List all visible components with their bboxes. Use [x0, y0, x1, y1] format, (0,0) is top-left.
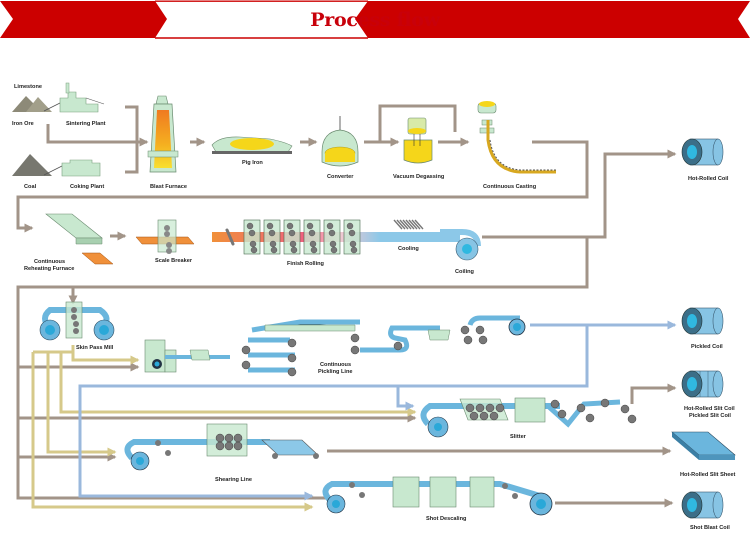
continuous-casting-icon	[477, 101, 556, 174]
title-banner	[0, 0, 750, 39]
flow-line-coiling-down	[16, 237, 589, 500]
process-flow-diagram	[12, 82, 736, 519]
cooling-spray	[393, 219, 403, 230]
label-skin-pass-mill: Skin Pass Mill	[76, 345, 114, 351]
label-vacuum-degassing: Vacuum Degassing	[393, 174, 445, 180]
label-finish-rolling: Finish Rolling	[287, 261, 324, 267]
rolling-stand	[303, 219, 321, 255]
label-shot-descaling: Shot Descaling	[426, 516, 467, 522]
label-converter: Converter	[327, 174, 354, 180]
label-pig-iron: Pig Iron	[242, 160, 263, 166]
flow-line-coiling-to-coil	[482, 149, 677, 239]
label-pickled-coil: Pickled Coil	[691, 344, 723, 350]
label-pickling-line-line1: Continuous	[320, 362, 352, 368]
label-slit-coil-line1: Hot-Rolled Slit Coil	[684, 406, 735, 412]
label-coiling: Coiling	[455, 269, 474, 275]
label-shearing-line: Shearing Line	[215, 477, 252, 483]
label-iron-ore: Iron Ore	[12, 121, 34, 127]
label-shot-blast-coil: Shot Blast Coil	[690, 525, 730, 531]
label-slitter: Slitter	[510, 434, 526, 440]
cooling-spray	[396, 219, 406, 230]
flow-lines	[16, 104, 677, 512]
label-coal: Coal	[24, 184, 37, 190]
slit-coil-icon	[681, 370, 724, 398]
slitter-icon	[420, 397, 637, 438]
shearing-line-icon	[124, 423, 319, 471]
shot-blast-coil-icon	[681, 491, 724, 519]
rolling-stand	[243, 219, 261, 255]
reheating-furnace-icon	[45, 213, 114, 265]
skin-pass-mill-icon	[39, 301, 115, 341]
cooling-spray	[399, 219, 409, 230]
hot-rolled-coil-icon	[681, 138, 724, 166]
finish-rolling-icon	[212, 219, 460, 255]
label-slit-coil-line2: Pickled Slit Coil	[689, 413, 731, 419]
label-sintering-plant: Sintering Plant	[66, 121, 106, 127]
cooling-sprays-icon	[393, 219, 424, 230]
flow-line-pickled-down	[78, 325, 589, 501]
page-title: Process flow	[310, 9, 440, 31]
cooling-spray	[408, 219, 418, 230]
cooling-spray	[405, 219, 415, 230]
sintering-plant-icon	[59, 82, 105, 113]
cooling-spray	[414, 219, 424, 230]
iron-ore-pile	[12, 96, 63, 112]
rolling-stand	[283, 219, 301, 255]
flow-line-sinter-to-furnace	[125, 105, 139, 174]
label-continuous-casting: Continuous Casting	[483, 184, 537, 190]
banner-left-ribbon	[0, 1, 167, 38]
cooling-spray	[411, 219, 421, 230]
scale-breaker-icon	[135, 219, 195, 254]
label-scale-breaker: Scale Breaker	[155, 258, 193, 264]
label-reheating-furnace-line1: Continuous	[34, 259, 66, 265]
slit-sheet-icon	[671, 431, 736, 460]
flow-line-tan-shot	[31, 352, 314, 512]
coiling-icon	[440, 229, 481, 261]
coking-plant-icon	[61, 159, 101, 177]
pig-iron-car-icon	[211, 136, 293, 154]
flow-line-casting-to-reheat	[16, 140, 589, 233]
label-coking-plant: Coking Plant	[70, 184, 105, 190]
label-blast-furnace: Blast Furnace	[150, 184, 187, 190]
flow-line-ore-to-furnace	[46, 124, 149, 147]
flow-line-tan-shearing	[46, 352, 117, 457]
pickled-coil-icon	[681, 307, 724, 335]
flow-line-converter-bypass	[378, 104, 457, 142]
label-limestone: Limestone	[14, 84, 42, 90]
label-cooling: Cooling	[398, 246, 419, 252]
converter-icon	[321, 116, 359, 167]
flow-line-skinpass-to-pickling	[71, 345, 140, 365]
flow-line-pickled-slitter	[396, 386, 415, 411]
pickling-line-icon	[144, 315, 526, 377]
flow-line-tan-slitter	[59, 352, 417, 417]
rolling-stand	[323, 219, 341, 255]
rolling-stand	[343, 219, 361, 255]
rolling-stand	[263, 219, 281, 255]
blast-furnace-icon	[147, 95, 179, 173]
vacuum-degassing-icon	[403, 117, 433, 164]
label-pickling-line-line2: Pickling Line	[318, 369, 353, 375]
coal-pile	[12, 154, 65, 176]
banner-right-ribbon	[355, 1, 750, 38]
cooling-spray	[402, 219, 412, 230]
shot-descaling-icon	[322, 476, 553, 516]
label-hot-rolled-coil: Hot-Rolled Coil	[688, 176, 729, 182]
label-reheating-furnace-line2: Reheating Furnace	[24, 266, 75, 272]
label-slit-sheet: Hot-Rolled Slit Sheet	[680, 472, 736, 478]
flow-line-slit-coil	[630, 383, 677, 404]
